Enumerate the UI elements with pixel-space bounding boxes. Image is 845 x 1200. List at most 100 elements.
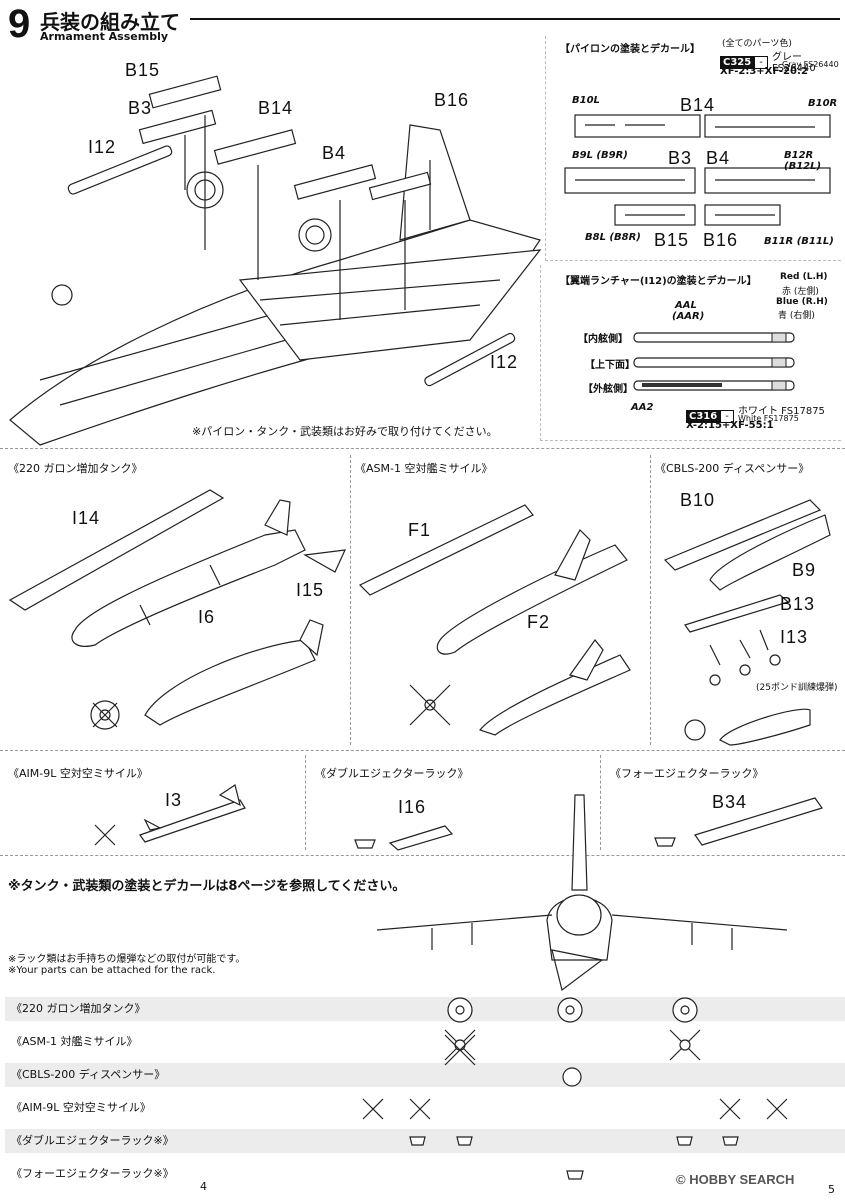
- pylon-label-b4: B4: [706, 148, 731, 168]
- aircraft-main-illustration: [9, 75, 542, 446]
- pylon-label-b8l: B8L (B8R): [585, 232, 641, 243]
- page-number-left: 4: [200, 1180, 207, 1193]
- cbls-label-b13: B13: [780, 594, 816, 614]
- pylon-color-code: C325: [720, 56, 755, 69]
- label-b4: B4: [322, 143, 347, 163]
- pylon-label-b9l: B9L (B9R): [572, 150, 628, 161]
- cbls-label-b9: B9: [792, 560, 817, 580]
- launcher-color-code: C316: [686, 410, 721, 423]
- pylon-label-b15: B15: [654, 230, 690, 250]
- cbls-bomb-note: (25ポンド訓練爆弾): [756, 683, 838, 693]
- launcher-color-dash: -: [720, 410, 734, 423]
- loadout-row-aim-label: 《AIM-9L 空対空ミサイル》: [11, 1101, 151, 1114]
- label-b15: B15: [125, 60, 161, 80]
- cbls-illustration: [663, 499, 831, 746]
- four-rack-title: 《フォーエジェクターラック》: [610, 767, 764, 780]
- divider-3: [0, 855, 845, 856]
- tank-label-i6: I6: [198, 607, 216, 627]
- loadout-row-four-rack-label: 《フォーエジェクターラック※》: [11, 1167, 174, 1180]
- launcher-red-en: Red (L.H): [780, 272, 828, 282]
- pylon-label-b16: B16: [703, 230, 739, 250]
- pylon-panel: [545, 36, 841, 261]
- loadout-row-tank: 《220 ガロン増加タンク》: [5, 997, 845, 1021]
- paint-reference-note: ※タンク・武装類の塗装とデカールは8ページを参照してください。: [8, 879, 406, 894]
- divider-v3: [305, 755, 306, 850]
- pylon-color-name-en: Gray FS26440: [782, 60, 839, 69]
- pylon-label-b10r: B10R: [808, 98, 838, 109]
- launcher-color-swatch: C316-: [686, 404, 734, 423]
- page-title: 兵装の組み立て: [40, 10, 180, 34]
- asm-label-f1: F1: [408, 520, 432, 540]
- aim-section-title: 《AIM-9L 空対空ミサイル》: [8, 767, 148, 780]
- pylon-color-swatch: C325-: [720, 50, 768, 69]
- launcher-blue-jp: 青 (右側): [778, 311, 815, 321]
- asm-label-f2: F2: [527, 612, 551, 632]
- double-rack-title: 《ダブルエジェクターラック》: [315, 767, 469, 780]
- tank-label-i14: I14: [72, 508, 101, 528]
- launcher-panel: [540, 265, 841, 441]
- pylon-label-b10l: B10L: [572, 95, 600, 106]
- loadout-row-double-rack-label: 《ダブルエジェクターラック※》: [11, 1134, 174, 1147]
- optional-note: ※パイロン・タンク・武装類はお好みで取り付けてください。: [192, 425, 498, 438]
- loadout-row-double-rack: 《ダブルエジェクターラック※》: [5, 1129, 845, 1153]
- pylon-color-name: グレーFS26440: [772, 52, 816, 74]
- launcher-aar: (AAR): [672, 311, 705, 322]
- loadout-row-asm-label: 《ASM-1 対艦ミサイル》: [11, 1035, 138, 1048]
- aircraft-front-view: [376, 794, 788, 992]
- tank-section-title: 《220 ガロン増加タンク》: [8, 462, 143, 475]
- step-number: 9: [8, 2, 31, 46]
- launcher-aa2: AA2: [631, 402, 654, 413]
- aim-label-i3: I3: [165, 790, 183, 810]
- tank-illustration: [8, 489, 346, 730]
- loadout-row-cbls-label: 《CBLS-200 ディスペンサー》: [11, 1068, 166, 1081]
- asm-illustration: [358, 504, 631, 736]
- asm-section-title: 《ASM-1 空対艦ミサイル》: [355, 462, 493, 475]
- launcher-panel-title: 【翼端ランチャー(I12)の塗装とデカール】: [560, 276, 757, 287]
- double-rack-label-i16: I16: [398, 797, 427, 817]
- watermark: © HOBBY SEARCH: [676, 1172, 795, 1187]
- label-b16: B16: [434, 90, 470, 110]
- pylon-label-b3: B3: [668, 148, 693, 168]
- launcher-topbottom-label: 【上下面】: [585, 360, 635, 371]
- launcher-color-name-en: White FS17875: [738, 414, 799, 423]
- pylon-diagrams: [564, 114, 831, 226]
- loadout-row-tank-label: 《220 ガロン増加タンク》: [11, 1002, 146, 1015]
- label-i12: I12: [88, 137, 117, 157]
- pylon-label-b14: B14: [680, 95, 716, 115]
- launcher-red-jp: 赤 (左側): [782, 287, 819, 297]
- rack-note-jp: ※ラック類はお手持ちの爆弾などの取付が可能です。: [8, 954, 246, 965]
- four-rack-illustration: [654, 797, 823, 847]
- cbls-label-b10: B10: [680, 490, 716, 510]
- launcher-inner-label: 【内舷側】: [578, 334, 628, 345]
- launcher-color-name: ホワイト FS17875: [738, 406, 825, 417]
- four-rack-label-b34: B34: [712, 792, 748, 812]
- loadout-row-cbls: 《CBLS-200 ディスペンサー》: [5, 1063, 845, 1087]
- tank-label-i15: I15: [296, 580, 325, 600]
- divider-2: [0, 750, 845, 751]
- rack-note-en: ※Your parts can be attached for the rack…: [8, 965, 216, 976]
- pylon-all-parts: (全てのパーツ色): [722, 39, 792, 49]
- divider-v4: [600, 755, 601, 850]
- launcher-diagrams: [633, 332, 795, 391]
- loadout-row-asm: 《ASM-1 対艦ミサイル》: [5, 1030, 845, 1054]
- launcher-color-mix: X-2:15+XF-55:1: [686, 420, 774, 431]
- launcher-outer-label: 【外舷側】: [583, 384, 633, 395]
- double-rack-illustration: [354, 825, 454, 851]
- loadout-row-four-rack: 《フォーエジェクターラック※》: [5, 1162, 845, 1186]
- label-i12-right: I12: [490, 352, 519, 372]
- page-subtitle: Armament Assembly: [40, 30, 169, 43]
- pylon-label-b11r: B11R (B11L): [764, 236, 834, 247]
- pylon-color-mix: XF-2:3+XF-20:2: [720, 66, 808, 77]
- top-rule: [190, 18, 840, 20]
- divider-1: [0, 448, 845, 449]
- pylon-label-b12r: B12R (B12L): [784, 150, 822, 172]
- loadout-symbols: [362, 997, 788, 1180]
- cbls-label-i13: I13: [780, 627, 809, 647]
- label-b14: B14: [258, 98, 294, 118]
- pylon-color-dash: -: [754, 56, 768, 69]
- label-b3: B3: [128, 98, 153, 118]
- divider-v1: [350, 455, 351, 745]
- aim-illustration: [94, 784, 246, 846]
- pylon-panel-title: 【パイロンの塗装とデカール】: [560, 44, 700, 55]
- page-number-right: 5: [828, 1183, 835, 1196]
